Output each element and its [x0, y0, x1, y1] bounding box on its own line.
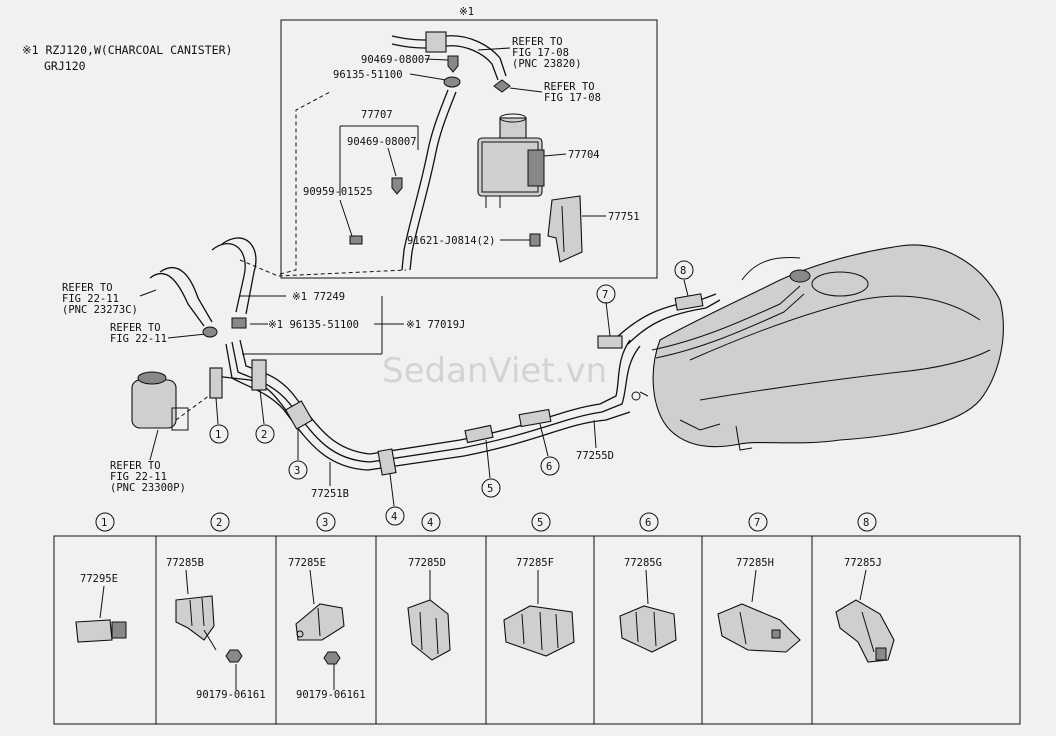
clip-6	[518, 408, 552, 428]
callout-77019j: ※1 77019J	[406, 319, 465, 331]
part-77285f	[503, 605, 575, 657]
note-line1: ※1 RZJ120,W(CHARCOAL CANISTER)	[22, 43, 232, 57]
clamp-left	[202, 326, 218, 338]
label-77255d: 77255D	[576, 450, 614, 462]
svg-text:3: 3	[322, 517, 328, 529]
svg-text:7: 7	[602, 289, 608, 301]
hose-77707	[401, 89, 449, 271]
svg-text:REFER TO: REFER TO	[110, 460, 161, 472]
table-part-5: 77285F	[516, 557, 554, 569]
inset-refer-2: REFER TO FIG 17-08	[493, 79, 601, 104]
callout-77249: ※1 77249	[292, 291, 345, 303]
svg-text:REFER TO: REFER TO	[62, 282, 113, 294]
label-90959: 90959-01525	[303, 186, 373, 198]
svg-text:FIG 22-11: FIG 22-11	[62, 293, 119, 305]
svg-text:1: 1	[215, 429, 221, 441]
label-90469-b: 90469-08007	[347, 136, 417, 148]
inset-top-hose	[391, 31, 507, 81]
callout-96135: ※1 96135-51100	[268, 319, 359, 331]
svg-text:2: 2	[216, 517, 222, 529]
clip-7	[597, 335, 623, 349]
svg-text:FIG 22-11: FIG 22-11	[110, 471, 167, 483]
refer-a: REFER TO FIG 22-11 (PNC 23273C)	[62, 282, 157, 316]
inset-refer-1: REFER TO FIG 17-08 (PNC 23820)	[477, 36, 582, 70]
clip-90469	[447, 55, 459, 73]
parts-table	[53, 535, 1021, 725]
svg-text:REFER TO: REFER TO	[110, 322, 161, 334]
clip-90469-b	[391, 177, 403, 195]
part-77295e	[75, 619, 127, 643]
table-part-8: 77285J	[844, 557, 882, 569]
label-90469-a: 90469-08007	[361, 54, 431, 66]
table-number-circles: 1 2 3 4 5 6 7 8	[95, 512, 877, 532]
table-part-2: 77285B	[166, 557, 204, 569]
canister-bracket	[547, 195, 583, 263]
svg-text:1: 1	[101, 517, 107, 529]
part-77285d	[407, 599, 451, 661]
label-77707: 77707	[361, 109, 393, 121]
table-part-1: 77295E	[80, 573, 118, 585]
part-77285g	[619, 605, 677, 653]
svg-text:5: 5	[537, 517, 543, 529]
label-96135-inset: 96135-51100	[333, 69, 403, 81]
svg-text:(PNC 23300P): (PNC 23300P)	[110, 482, 186, 494]
clamp-96135	[231, 317, 247, 329]
hose-23273c	[149, 272, 205, 327]
svg-text:8: 8	[863, 517, 869, 529]
table-extra-2: 90179-06161	[196, 689, 266, 701]
watermark: SedanViet.vn	[382, 351, 607, 391]
svg-text:REFER TO: REFER TO	[512, 36, 563, 48]
label-91621: 91621-J0814(2)	[407, 235, 496, 247]
fuel-tank	[631, 244, 1004, 451]
label-77251b: 77251B	[311, 488, 349, 500]
svg-text:6: 6	[645, 517, 651, 529]
svg-text:FIG 17-08: FIG 17-08	[544, 92, 601, 104]
clip-8	[674, 293, 704, 311]
svg-text:8: 8	[680, 265, 686, 277]
charcoal-canister	[477, 113, 545, 208]
note-line2: GRJ120	[44, 59, 86, 73]
clip-5	[464, 424, 494, 444]
part-77285j	[835, 599, 895, 663]
label-77704: 77704	[568, 149, 600, 161]
svg-text:5: 5	[487, 483, 493, 495]
svg-text:FIG 17-08: FIG 17-08	[512, 47, 569, 59]
inset-box	[280, 19, 658, 279]
fuel-valve	[131, 371, 189, 431]
hose-77249	[211, 243, 246, 313]
bolt-91621	[529, 233, 541, 247]
svg-text:(PNC 23273C): (PNC 23273C)	[62, 304, 138, 316]
part-77285h	[717, 603, 801, 653]
clamp-90959	[349, 235, 363, 245]
svg-text:4: 4	[427, 517, 433, 529]
svg-text:3: 3	[294, 465, 300, 477]
hose-clamp	[443, 76, 461, 88]
part-77285b	[175, 595, 243, 663]
refer-c: REFER TO FIG 22-11 (PNC 23300P)	[110, 429, 186, 494]
svg-text:2: 2	[261, 429, 267, 441]
clip-2	[251, 359, 267, 391]
callout-circles: 1 2 3 4 5 6 7 8	[209, 260, 694, 526]
table-part-3: 77285E	[288, 557, 326, 569]
inset-mark: ※1	[459, 6, 474, 18]
svg-text:4: 4	[391, 511, 397, 523]
svg-text:6: 6	[546, 461, 552, 473]
table-part-7: 77285H	[736, 557, 774, 569]
refer-b: REFER TO FIG 22-11	[110, 322, 207, 345]
clip-1	[209, 367, 223, 399]
label-77751: 77751	[608, 211, 640, 223]
svg-text:7: 7	[754, 517, 760, 529]
clip-4	[377, 448, 397, 476]
table-part-4: 77285D	[408, 557, 446, 569]
table-part-6: 77285G	[624, 557, 662, 569]
table-extra-3: 90179-06161	[296, 689, 366, 701]
svg-text:REFER TO: REFER TO	[544, 81, 595, 93]
svg-text:FIG 22-11: FIG 22-11	[110, 333, 167, 345]
clip-3	[284, 400, 314, 430]
svg-text:(PNC 23820): (PNC 23820)	[512, 58, 582, 70]
part-77285e	[295, 603, 345, 665]
